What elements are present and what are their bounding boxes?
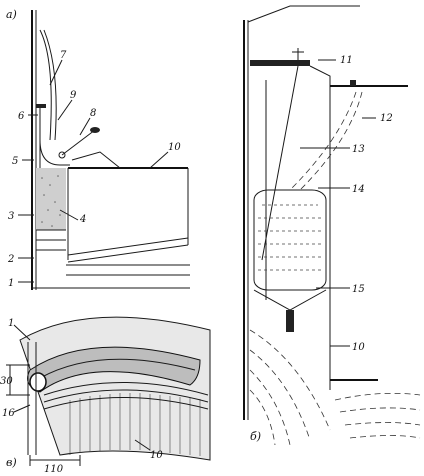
callout-b-10: 10 <box>352 342 365 353</box>
callout-a-2: 2 <box>7 254 14 265</box>
callout-c-10: 10 <box>150 450 163 461</box>
callout-a-9: 9 <box>70 90 77 101</box>
callout-b-14: 14 <box>352 184 365 195</box>
panel-label-a: a) <box>6 8 17 21</box>
panel-a-callouts: 7 6 9 8 5 10 3 4 2 1 <box>7 50 181 289</box>
callout-c-1: 1 <box>8 318 14 329</box>
callout-a-3: 3 <box>8 211 14 222</box>
panel-label-c: в) <box>6 456 17 469</box>
callout-b-13: 13 <box>352 144 365 155</box>
dimension-110: 110 <box>44 464 64 475</box>
callout-b-15: 15 <box>352 284 365 295</box>
callout-a-8: 8 <box>90 108 96 119</box>
callout-a-7: 7 <box>60 50 67 61</box>
panel-b-callouts: 11 12 13 14 15 10 <box>340 55 393 353</box>
callout-b-12: 12 <box>380 113 393 124</box>
panel-c-callouts: 1 16 10 30 110 <box>0 318 163 475</box>
panel-a-drawing <box>18 10 190 290</box>
callout-b-11: 11 <box>340 55 353 66</box>
panel-b-drawing <box>243 5 421 446</box>
callout-a-1: 1 <box>8 278 14 289</box>
callout-c-16: 16 <box>2 408 15 419</box>
panel-c-drawing <box>6 316 211 466</box>
dimension-30: 30 <box>0 376 13 387</box>
callout-a-5: 5 <box>12 156 18 167</box>
callout-a-4: 4 <box>79 214 86 225</box>
callout-a-10: 10 <box>168 142 181 153</box>
panel-label-b: б) <box>250 430 261 443</box>
callout-a-6: 6 <box>18 111 25 122</box>
